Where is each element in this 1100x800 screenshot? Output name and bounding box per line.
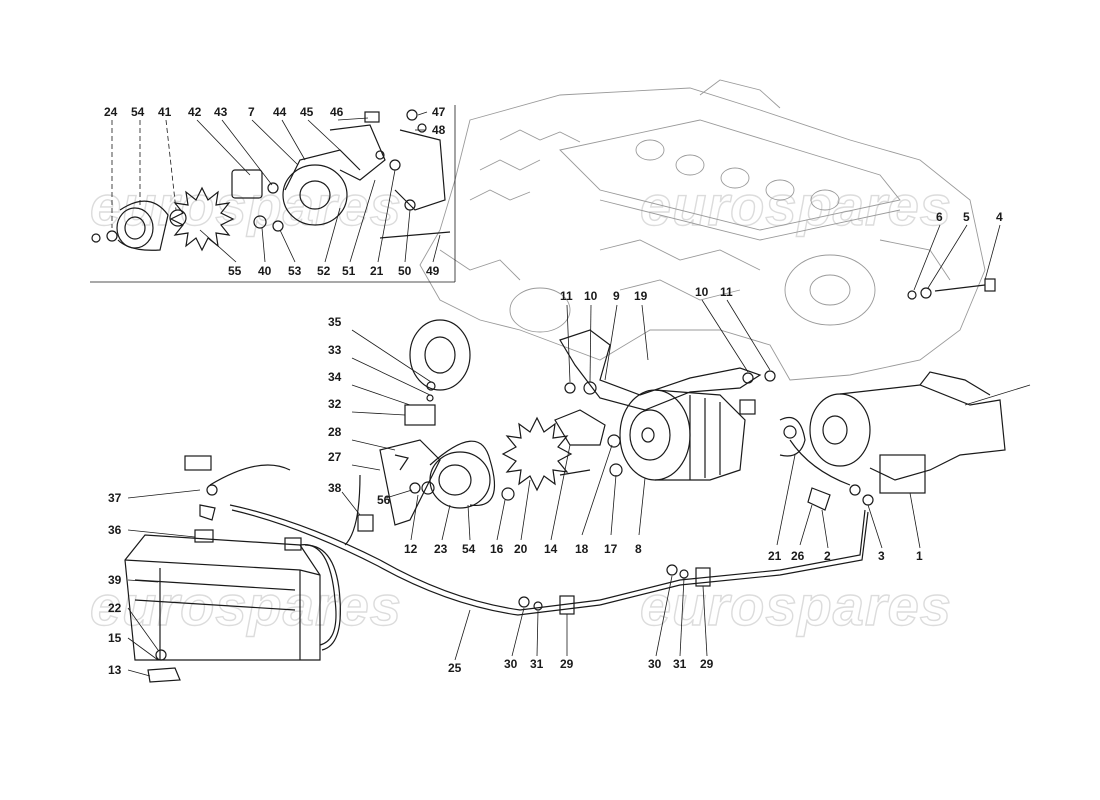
callout-label: 38 bbox=[328, 481, 342, 495]
callout-label: 40 bbox=[258, 264, 272, 278]
callout-label: 53 bbox=[288, 264, 302, 278]
callout-label: 26 bbox=[791, 549, 805, 563]
callout-label: 17 bbox=[604, 542, 618, 556]
callout-label: 19 bbox=[634, 289, 648, 303]
pulley-callouts: 35 33 34 32 28 27 38 56 12 23 54 16 20 1… bbox=[328, 315, 642, 556]
callout-label: 22 bbox=[108, 601, 122, 615]
callout-label: 7 bbox=[248, 105, 255, 119]
watermark-1: eurospares bbox=[90, 174, 402, 237]
callout-label: 23 bbox=[434, 542, 448, 556]
battery-callouts: 37 36 39 22 15 13 25 bbox=[108, 491, 462, 677]
inset-callouts: 24 54 41 42 43 7 44 45 46 47 48 55 40 53… bbox=[104, 105, 446, 278]
callout-label: 48 bbox=[432, 123, 446, 137]
callout-label: 5 bbox=[963, 210, 970, 224]
callout-label: 28 bbox=[328, 425, 342, 439]
callout-label: 10 bbox=[584, 289, 598, 303]
watermark-group: eurospares eurospares eurospares eurospa… bbox=[89, 173, 952, 637]
callout-label: 9 bbox=[613, 289, 620, 303]
callout-label: 46 bbox=[330, 105, 344, 119]
callout-label: 56 bbox=[377, 493, 391, 507]
callout-label: 24 bbox=[104, 105, 118, 119]
callout-label: 39 bbox=[108, 573, 122, 587]
callout-label: 36 bbox=[108, 523, 122, 537]
callout-label: 30 bbox=[504, 657, 518, 671]
callout-label: 30 bbox=[648, 657, 662, 671]
leader-lines bbox=[111, 111, 1031, 677]
callout-label: 33 bbox=[328, 343, 342, 357]
battery-icon bbox=[124, 455, 321, 683]
callout-label: 31 bbox=[530, 657, 544, 671]
callout-label: 55 bbox=[228, 264, 242, 278]
callout-label: 32 bbox=[328, 397, 342, 411]
callout-label: 42 bbox=[188, 105, 202, 119]
callout-label: 6 bbox=[936, 210, 943, 224]
engine-block-icon bbox=[419, 79, 986, 381]
callout-label: 15 bbox=[108, 631, 122, 645]
starter-motor-icon bbox=[779, 371, 1006, 511]
inset-alternator-parts bbox=[91, 109, 451, 252]
starter-callouts: 21 26 2 3 1 bbox=[768, 549, 923, 563]
watermark-4: eurospares bbox=[640, 574, 952, 637]
callout-label: 27 bbox=[328, 450, 342, 464]
watermark-2: eurospares bbox=[640, 174, 952, 237]
bracket-callouts: 11 10 9 19 10 11 bbox=[560, 285, 733, 303]
callout-label: 4 bbox=[996, 210, 1003, 224]
callout-label: 29 bbox=[560, 657, 574, 671]
callout-label: 25 bbox=[448, 661, 462, 675]
callout-label: 50 bbox=[398, 264, 412, 278]
callout-label: 8 bbox=[635, 542, 642, 556]
callout-label: 41 bbox=[158, 105, 172, 119]
alternator-fan bbox=[501, 409, 606, 501]
callout-label: 34 bbox=[328, 370, 342, 384]
callout-label: 1 bbox=[916, 549, 923, 563]
callout-label: 37 bbox=[108, 491, 122, 505]
bracket-upper bbox=[559, 329, 776, 411]
bolt-assembly-upper bbox=[907, 278, 996, 300]
alternator-icon bbox=[607, 389, 756, 481]
callout-label: 52 bbox=[317, 264, 331, 278]
callout-label: 54 bbox=[462, 542, 476, 556]
callout-label: 47 bbox=[432, 105, 446, 119]
callout-label: 49 bbox=[426, 264, 440, 278]
callout-label: 51 bbox=[342, 264, 356, 278]
callout-label: 11 bbox=[560, 289, 573, 303]
callout-label: 29 bbox=[700, 657, 714, 671]
callout-label: 44 bbox=[273, 105, 287, 119]
callout-label: 35 bbox=[328, 315, 342, 329]
callout-label: 11 bbox=[720, 285, 733, 299]
callout-label: 43 bbox=[214, 105, 228, 119]
clamp-callouts: 30 31 29 30 31 29 bbox=[504, 657, 714, 671]
callout-label: 16 bbox=[490, 542, 504, 556]
cable-group bbox=[229, 439, 869, 651]
callout-label: 2 bbox=[824, 549, 831, 563]
callout-label: 18 bbox=[575, 542, 589, 556]
callout-label: 10 bbox=[695, 285, 709, 299]
callout-label: 3 bbox=[878, 549, 885, 563]
callout-label: 12 bbox=[404, 542, 418, 556]
callout-label: 45 bbox=[300, 105, 314, 119]
callout-label: 21 bbox=[768, 549, 782, 563]
callout-label: 21 bbox=[370, 264, 384, 278]
callout-label: 54 bbox=[131, 105, 145, 119]
callout-label: 14 bbox=[544, 542, 558, 556]
callout-label: 13 bbox=[108, 663, 122, 677]
callout-label: 31 bbox=[673, 657, 687, 671]
fastener-callouts: 6 5 4 bbox=[936, 210, 1003, 224]
callout-label: 20 bbox=[514, 542, 528, 556]
watermark-3: eurospares bbox=[90, 574, 402, 637]
